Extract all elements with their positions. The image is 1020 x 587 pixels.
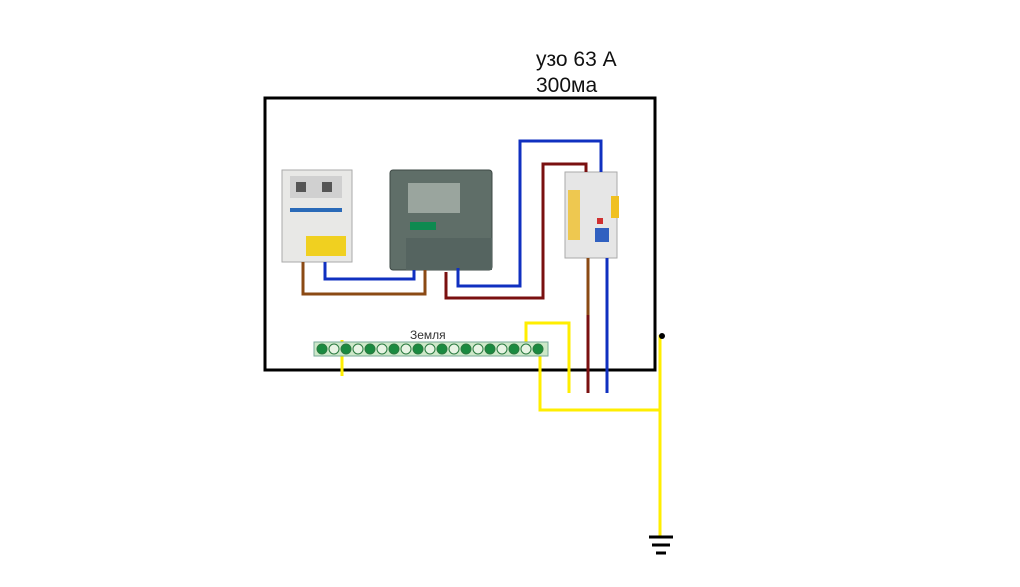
bus-terminal-screw: [436, 343, 448, 355]
junction-dot: [659, 333, 665, 339]
bus-terminal-screw: [328, 343, 340, 355]
wire-ground-1: [524, 321, 571, 393]
rcd-title-label: узо 63 А: [536, 48, 617, 71]
bus-terminal-screw: [316, 343, 328, 355]
wire-blue-meter-rcd: [456, 139, 603, 288]
enclosure-box: [263, 96, 657, 372]
bus-terminal-screw: [472, 343, 484, 355]
wire-ground-2: [538, 352, 660, 412]
bus-terminal-screw: [508, 343, 520, 355]
bus-terminal-screw: [376, 343, 388, 355]
bus-terminal-screw: [340, 343, 352, 355]
circuit-breaker: [281, 169, 353, 263]
rcd-device: [564, 171, 619, 259]
wire-darkred-meter-rcd: [444, 162, 588, 300]
bus-terminal-screw: [424, 343, 436, 355]
rcd-current-label: 300ма: [536, 74, 598, 97]
earth-ground-icon: [649, 535, 673, 555]
wire-blue-breaker-meter: [323, 262, 416, 281]
wire-brown-breaker-meter: [301, 262, 427, 296]
bus-terminal-screw: [448, 343, 460, 355]
bus-terminal-screw: [412, 343, 424, 355]
bus-terminal-screw: [352, 343, 364, 355]
bus-terminal-screw: [484, 343, 496, 355]
bus-terminal-screw: [496, 343, 508, 355]
bus-terminal-screw: [532, 343, 544, 355]
electricity-meter: [389, 169, 493, 271]
bus-terminal-screw: [400, 343, 412, 355]
bus-terminal-screw: [364, 343, 376, 355]
bus-terminal-screw: [388, 343, 400, 355]
bus-terminal-screw: [460, 343, 472, 355]
ground-bus-bar: [313, 341, 549, 357]
bus-terminal-screw: [520, 343, 532, 355]
ground-bus-label: Земля: [410, 328, 446, 342]
